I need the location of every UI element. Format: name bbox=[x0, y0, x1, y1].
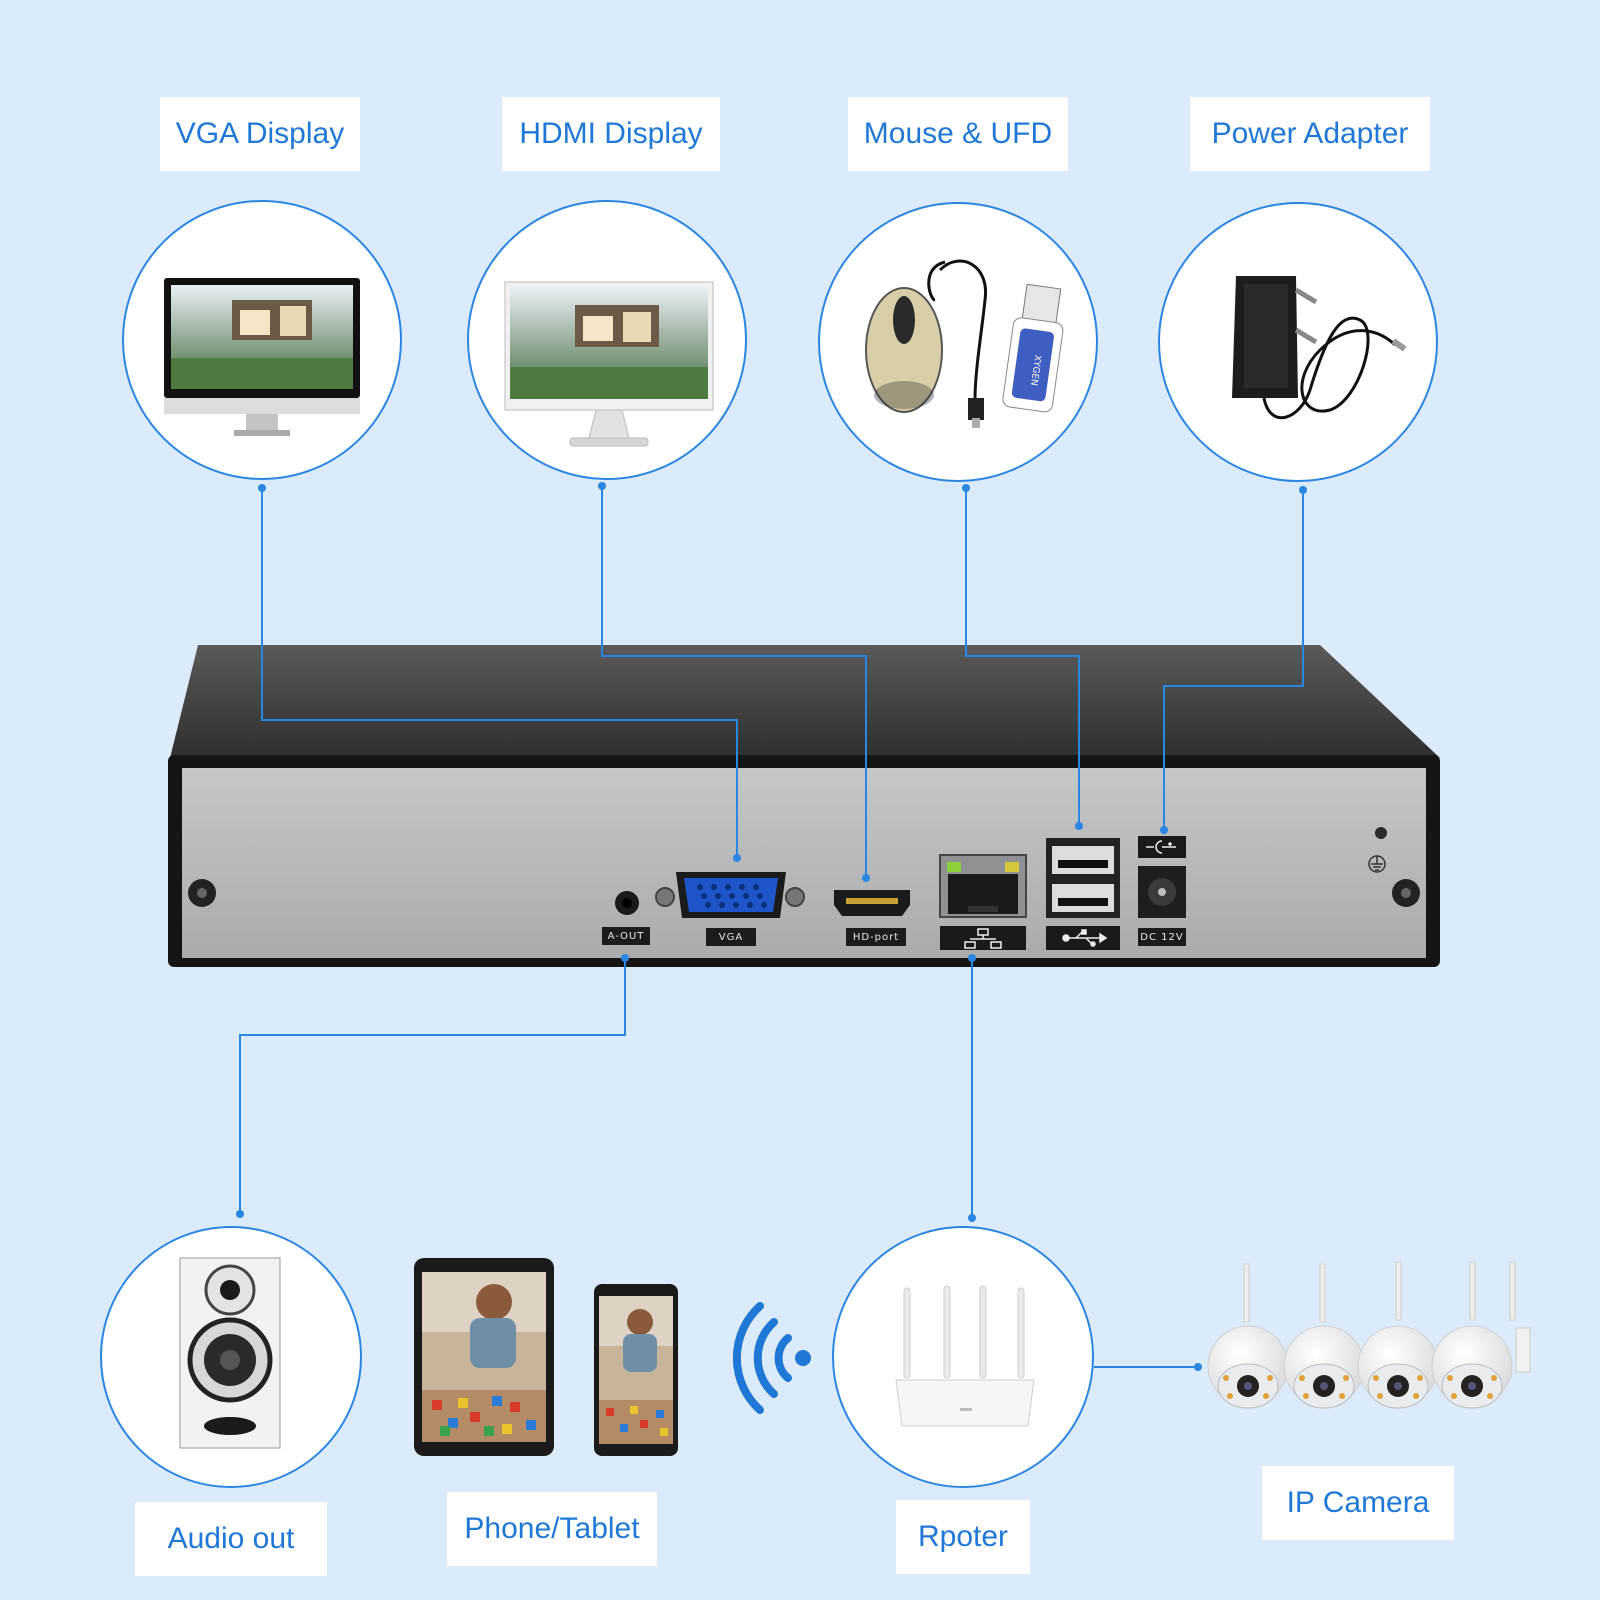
mouse-icon bbox=[865, 259, 987, 428]
router-label: Rpoter bbox=[896, 1500, 1030, 1574]
ground-icon bbox=[1368, 855, 1386, 873]
dc-port-label: DC 12V bbox=[1138, 928, 1186, 946]
usb-drive-icon: XYGEN bbox=[1002, 283, 1064, 413]
nvr-device bbox=[168, 645, 1440, 967]
monitor-icon bbox=[164, 278, 360, 436]
hdmi-display-label: HDMI Display bbox=[502, 97, 720, 171]
router-icon bbox=[895, 1285, 1035, 1427]
power-adapter-icon bbox=[1232, 276, 1407, 420]
audio-out-label: Audio out bbox=[135, 1502, 327, 1576]
usb-icon bbox=[1062, 929, 1108, 947]
dc-power-port bbox=[1138, 836, 1186, 918]
dc-polarity-icon bbox=[1146, 840, 1176, 854]
usb-ports bbox=[1046, 838, 1120, 918]
aout-port-label: A-OUT bbox=[602, 927, 650, 945]
phone-icon bbox=[594, 1284, 678, 1456]
connection-lines bbox=[239, 486, 1304, 1368]
usb-stick-brand: XYGEN bbox=[1028, 354, 1042, 386]
power-adapter-label: Power Adapter bbox=[1190, 97, 1430, 171]
network-icon bbox=[964, 928, 1002, 949]
router-circle bbox=[832, 1226, 1094, 1488]
hdmi-port bbox=[834, 890, 910, 916]
speaker-icon bbox=[179, 1257, 281, 1449]
vga-port bbox=[655, 872, 805, 918]
phone-tablet-label: Phone/Tablet bbox=[447, 1492, 657, 1566]
vga-port-label: VGA bbox=[706, 928, 756, 946]
vga-display-label: VGA Display bbox=[160, 97, 360, 171]
wifi-icon bbox=[732, 1302, 811, 1414]
mouse-ufd-label: Mouse & UFD bbox=[848, 97, 1068, 171]
ethernet-port bbox=[939, 854, 1027, 918]
hdport-port-label: HD-port bbox=[846, 928, 906, 946]
ip-camera-icon bbox=[1207, 1261, 1531, 1409]
monitor-icon bbox=[504, 281, 714, 447]
ip-camera-label: IP Camera bbox=[1262, 1466, 1454, 1540]
tablet-icon bbox=[414, 1258, 554, 1456]
connection-dots bbox=[236, 482, 1307, 1371]
